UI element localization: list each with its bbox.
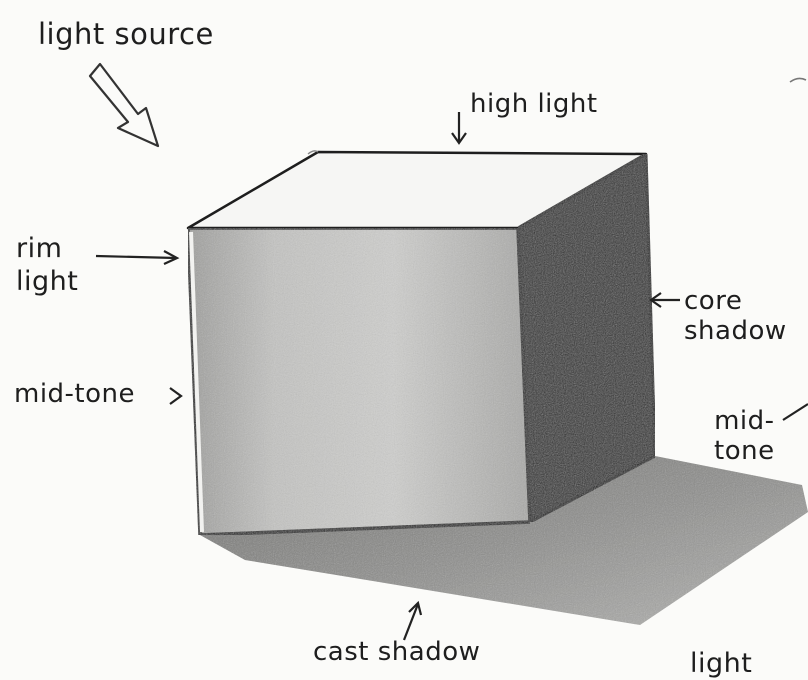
light-source-arrow-icon (90, 64, 158, 146)
rim-light-arrow-icon (96, 251, 177, 264)
label-cast-shadow: cast shadow (313, 638, 480, 666)
label-light-source: light source (38, 20, 214, 48)
cube-front-face (188, 228, 530, 535)
label-rim-light: rim light (16, 232, 78, 298)
pencil-mark (790, 78, 806, 82)
label-highlight: high light (470, 90, 598, 118)
label-core-shadow: core shadow (684, 286, 787, 346)
highlight-arrow-icon (452, 112, 466, 143)
cast-shadow-arrow-icon (404, 603, 421, 640)
label-light-bottom: light (690, 650, 752, 678)
label-mid-tone-right: mid- tone (714, 406, 775, 466)
label-mid-tone-left: mid-tone (14, 380, 135, 408)
core-shadow-arrow-icon (651, 293, 680, 307)
mid-tone-left-arrow-icon (170, 388, 181, 404)
mid-tone-right-arrow-icon (783, 404, 808, 420)
